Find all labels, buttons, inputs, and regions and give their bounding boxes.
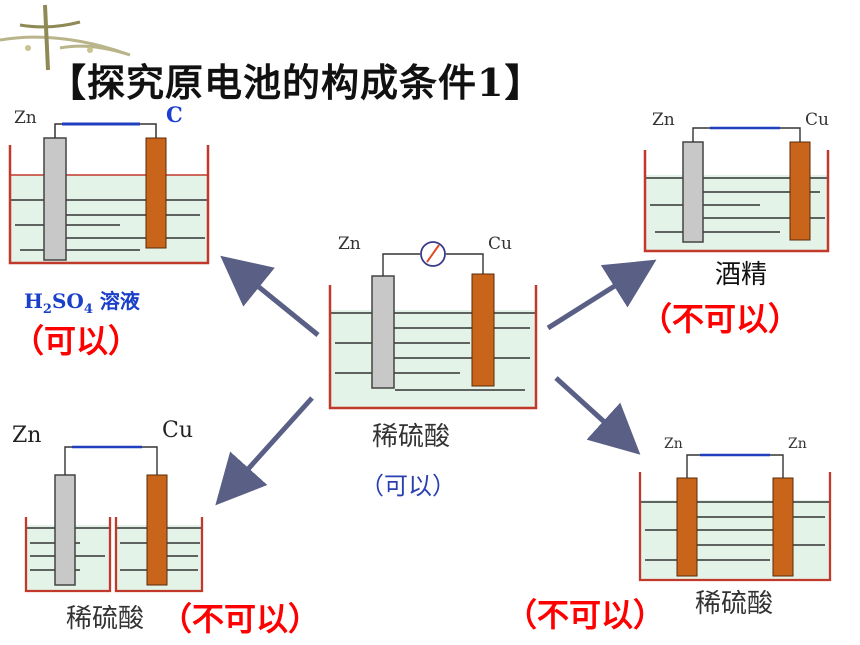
arrow-to-bottom-left: [215, 396, 314, 506]
beaker-center: [328, 241, 538, 410]
electrode-label-left: Zn: [664, 436, 683, 452]
zn-electrode-right: [772, 477, 794, 577]
electrode-label-right: Cu: [488, 234, 512, 254]
decorative-branch-icon: [0, 4, 131, 71]
page-title: 【探究原电池的构成条件1】: [48, 60, 544, 105]
electrode-label-right: Cu: [805, 110, 829, 130]
zn-electrode: [682, 141, 704, 243]
result-bottom-right: （不可以）: [505, 596, 666, 634]
cu-electrode: [146, 474, 168, 586]
result-bottom-left: （不可以）: [160, 600, 321, 638]
arrow-to-top-left: [220, 255, 320, 337]
zn-electrode: [371, 275, 395, 389]
beaker-bottom-right: [638, 453, 832, 582]
beaker-top-left: [8, 122, 210, 265]
beakers-bottom-left: [24, 445, 204, 593]
carbon-electrode: [145, 137, 167, 249]
solution-label-center: 稀硫酸: [372, 422, 451, 452]
arrow-to-top-right: [546, 259, 657, 331]
result-center: （可以）: [360, 472, 456, 500]
solution-label-bottom-right: 稀硫酸: [695, 589, 774, 619]
zn-electrode: [54, 474, 76, 586]
arrow-to-bottom-right: [554, 376, 641, 455]
electrode-label-right: Zn: [788, 436, 807, 452]
cu-electrode: [789, 141, 811, 241]
arrows: [215, 255, 657, 506]
solution-label-bottom-left: 稀硫酸: [66, 604, 145, 634]
electrode-label-left: Zn: [14, 108, 37, 128]
electrode-label-right: C: [166, 102, 183, 127]
electrode-label-left: Zn: [338, 234, 361, 254]
beaker-top-right: [643, 126, 830, 253]
zn-electrode-left: [676, 477, 698, 577]
result-top-left: （可以）: [12, 322, 141, 360]
galvanometer-icon: [420, 241, 446, 267]
zn-electrode: [43, 137, 67, 261]
electrode-label-left: Zn: [12, 423, 42, 448]
solution-label-top-right: 酒精: [715, 260, 768, 290]
electrode-label-left: Zn: [652, 110, 675, 130]
electrode-label-right: Cu: [162, 418, 194, 443]
result-top-right: （不可以）: [640, 300, 801, 338]
cu-electrode: [471, 273, 495, 387]
solution-label-top-left: H2SO4 溶液: [24, 289, 140, 317]
